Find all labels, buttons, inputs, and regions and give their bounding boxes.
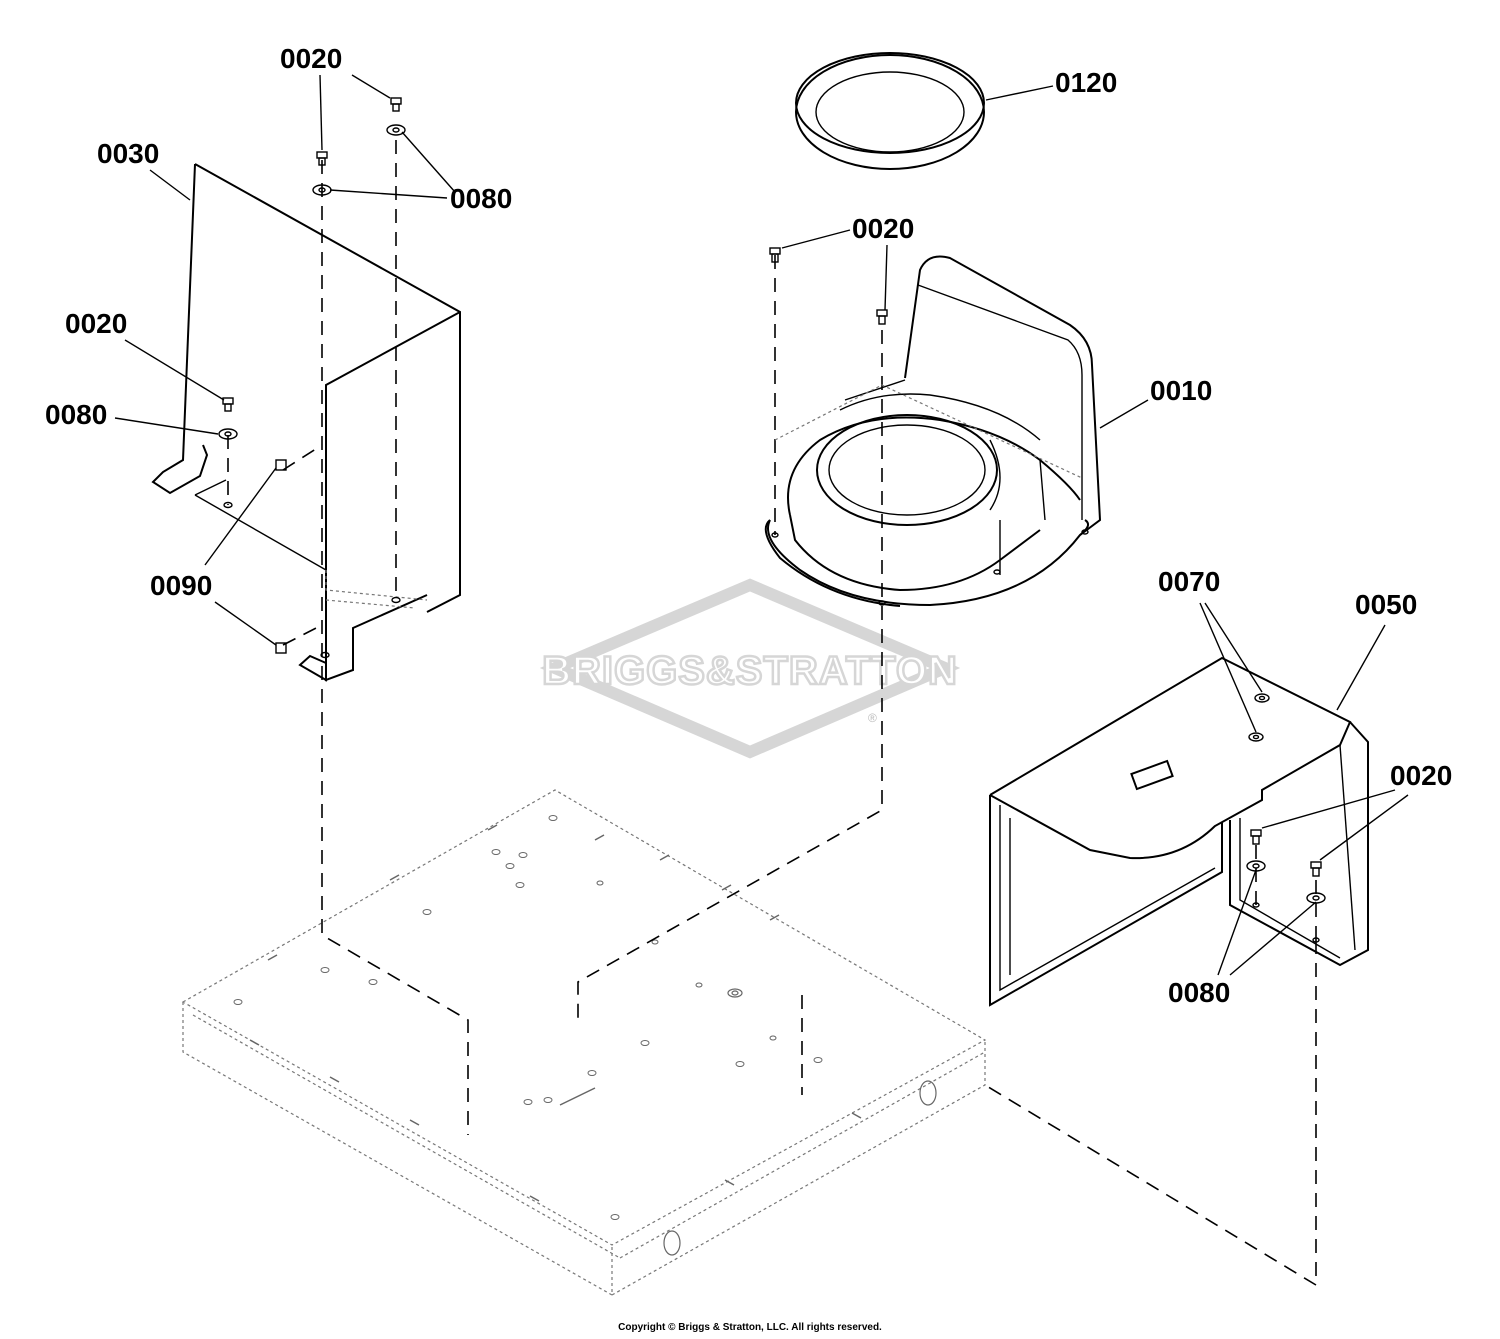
callout-rim-ring: 0120: [1055, 67, 1117, 98]
callout-bolt-top-left: 0020: [280, 43, 342, 74]
callout-seat-base: 0010: [1150, 375, 1212, 406]
bolt-icon: [390, 97, 402, 112]
callout-bolt-seat: 0020: [852, 213, 914, 244]
watermark-brand-text: BRIGGS&STRATTON: [542, 649, 958, 693]
callout-panel-back: 0030: [97, 138, 159, 169]
washer-icon: [218, 428, 238, 440]
callout-bolt-panel-left: 0020: [65, 308, 127, 339]
washer-icon: [386, 124, 406, 136]
watermark-registered-mark: ®: [868, 711, 877, 725]
brand-watermark: BRIGGS&STRATTON ®: [539, 578, 961, 759]
seat-base-0010: [764, 247, 1102, 607]
assembly-lines: [227, 140, 1317, 1287]
copyright-notice: Copyright © Briggs & Stratton, LLC. All …: [618, 1322, 882, 1333]
bolt-icon: [1310, 861, 1322, 877]
callout-labels: 0020 0120 0030 0080 0020 0020 0080 0010 …: [45, 43, 1452, 1008]
back-panel-0030: [151, 163, 461, 682]
callout-bolt-cover: 0020: [1390, 760, 1452, 791]
cover-bracket-0050: [989, 656, 1369, 1007]
leader-lines: [114, 74, 1409, 976]
base-frame: [181, 789, 987, 1297]
rim-ring-0120: [795, 52, 985, 170]
callout-washer-cover: 0080: [1168, 977, 1230, 1008]
bolt-icon: [769, 247, 781, 263]
callout-washer-panel-left: 0080: [45, 399, 107, 430]
callout-washer-top-left: 0080: [450, 183, 512, 214]
bolt-icon: [222, 397, 234, 412]
bolt-icon: [876, 309, 888, 325]
bolt-icon: [316, 151, 328, 166]
callout-cover-bracket: 0050: [1355, 589, 1417, 620]
left-fasteners: [218, 97, 406, 440]
callout-clips: 0090: [150, 570, 212, 601]
bolt-icon: [1250, 829, 1262, 845]
washer-icon: [1306, 892, 1326, 904]
callout-grommets: 0070: [1158, 566, 1220, 597]
